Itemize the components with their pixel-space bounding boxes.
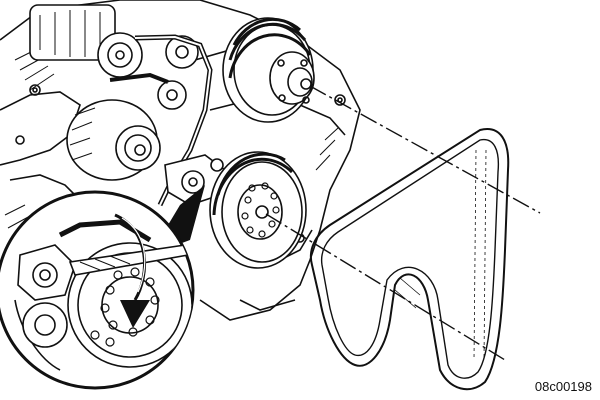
tensioner-detail-callout bbox=[0, 185, 205, 390]
projection-lines bbox=[265, 85, 541, 361]
drive-belt bbox=[310, 128, 510, 391]
compressor bbox=[29, 4, 143, 78]
fan-pulley bbox=[222, 17, 315, 123]
belt-tensioner bbox=[164, 154, 226, 206]
alternator bbox=[66, 99, 161, 181]
figure-id-label: 08c00198 bbox=[534, 379, 592, 394]
idler-pulley bbox=[157, 35, 199, 110]
rotation-arrow bbox=[114, 213, 150, 328]
crankshaft-damper bbox=[209, 151, 307, 269]
